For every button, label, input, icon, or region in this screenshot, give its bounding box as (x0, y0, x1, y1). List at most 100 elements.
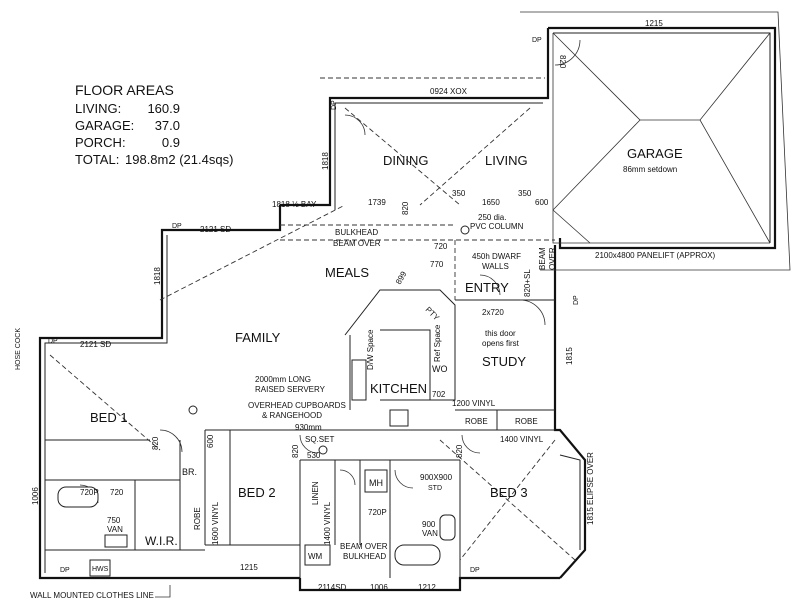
room-bed3: BED 3 (490, 485, 528, 500)
panelift-label: 2100x4800 PANELIFT (APPROX) (595, 251, 716, 260)
van-900-size: 900 (422, 520, 436, 529)
fixtures (57, 225, 470, 577)
room-bed1: BED 1 (90, 410, 128, 425)
bed2-vinyl: 1600 VINYL (211, 501, 220, 545)
interior-walls (45, 224, 555, 578)
dim-1818-dining: 1818 (321, 152, 330, 170)
dim-1006b: 1006 (370, 583, 388, 592)
ref-space: Ref Space (433, 324, 442, 362)
bed1-sliding-door: 2121 SD (80, 340, 111, 349)
living-area-value: 160.9 (147, 101, 180, 116)
smoke-detector (188, 405, 198, 415)
washing-machine-label: WM (308, 552, 323, 561)
downpipe-bed1: DP (48, 338, 58, 345)
room-labels: DINING LIVING GARAGE 86mm setdown MEALS … (90, 146, 683, 548)
family-sliding-door: 2121 SD (200, 225, 231, 234)
ellipse-window: 1815 ELIPSE OVER (586, 452, 595, 525)
garage-area-label: GARAGE: (75, 118, 134, 133)
total-area-value: 198.8m2 (21.4sqs) (125, 152, 233, 167)
dim-820e: 820 (455, 444, 464, 458)
cupboards-note-2: & RANGEHOOD (262, 411, 322, 420)
vanity-ensuite (439, 514, 456, 541)
room-bed2: BED 2 (238, 485, 276, 500)
room-living: LIVING (485, 153, 528, 168)
garage-roof-lines (520, 11, 791, 271)
dim-720p: 720P (80, 488, 99, 497)
manhole-label: MH (369, 478, 383, 488)
garage-area-value: 37.0 (155, 118, 180, 133)
dwarf-walls-1: 450h DWARF (472, 252, 521, 261)
manhole (364, 469, 388, 493)
bay-label: 1818 ½ BAY (272, 200, 317, 209)
dim-930: 930mm (295, 423, 322, 432)
bulkhead-label: BULKHEAD (335, 228, 378, 237)
sink (351, 359, 367, 401)
room-wir: W.I.R. (145, 534, 178, 548)
dim-1818-family: 1818 (153, 267, 162, 285)
entry-beam-2: OVER (548, 247, 557, 270)
wall-oven: WO (432, 364, 448, 374)
porch-area-label: PORCH: (75, 135, 126, 150)
pvc-column (460, 225, 470, 235)
dim-770: 770 (430, 260, 444, 269)
downpipe-wir: DP (60, 567, 70, 574)
room-kitchen: KITCHEN (370, 381, 427, 396)
room-dining: DINING (383, 153, 429, 168)
cooktop (389, 409, 409, 427)
room-family: FAMILY (235, 330, 281, 345)
dim-899: 899 (394, 269, 409, 286)
toilet-bed1 (57, 486, 99, 508)
clothes-line-label: WALL MOUNTED CLOTHES LINE (30, 591, 154, 600)
dim-1006a: 1006 (31, 487, 40, 505)
van-750-size: 750 (107, 516, 121, 525)
downpipe-garage: DP (532, 37, 542, 44)
sq-set-label: SQ.SET (305, 435, 334, 444)
roof-hip-lines (49, 77, 576, 561)
cupboards-note-1: OVERHEAD CUPBOARDS (248, 401, 346, 410)
servery-note-2: RAISED SERVERY (255, 385, 326, 394)
laundry-beam-over: BEAM OVER (340, 542, 388, 551)
van-900-label: VAN (422, 529, 438, 538)
pvc-column-label: PVC COLUMN (470, 222, 524, 231)
dim-820d: 820 (291, 444, 300, 458)
shower-std-label: STD (428, 485, 442, 492)
bathtub (394, 544, 441, 566)
total-area-label: TOTAL: (75, 152, 119, 167)
laundry-bulkhead: BULKHEAD (343, 552, 386, 561)
dim-1650: 1650 (482, 198, 500, 207)
dim-530: 530 (307, 451, 321, 460)
dim-720b: 720 (110, 488, 124, 497)
downpipe-dining: DP (331, 100, 338, 110)
dim-2x720: 2x720 (482, 308, 504, 317)
laundry-tub (304, 544, 331, 566)
beam-over-label: BEAM OVER (333, 239, 381, 248)
clothes-line-leader (155, 585, 171, 598)
hall-vinyl: 1400 VINYL (500, 435, 544, 444)
door-note-2: opens first (482, 339, 520, 348)
servery-note-1: 2000mm LONG (255, 375, 311, 384)
living-area-label: LIVING: (75, 101, 121, 116)
dim-1739: 1739 (368, 198, 386, 207)
dim-900x900: 900X900 (420, 473, 453, 482)
dim-2114: 2114SD (318, 583, 347, 592)
downpipe-study: DP (573, 295, 580, 305)
dimension-labels: 1739 1650 350 350 600 720 770 899 820 82… (31, 55, 574, 592)
room-garage: GARAGE (627, 146, 683, 161)
dim-820sl: 820+SL (523, 269, 532, 297)
kitchen-vinyl: 1200 VINYL (452, 399, 496, 408)
room-br: BR. (182, 467, 197, 477)
dim-702: 702 (432, 390, 446, 399)
dim-820c: 820 (151, 436, 160, 450)
annotations: 0924 XOX 1215 1818 ½ BAY 2121 SD 2121 SD… (15, 19, 716, 600)
pvc-column-size: 250 dia. (478, 213, 506, 222)
window-top-label: 0924 XOX (430, 87, 468, 96)
pantry: PTY (424, 305, 442, 323)
downpipe-bath: DP (470, 567, 480, 574)
dim-720p2: 720P (368, 508, 387, 517)
hose-cock: HOSE COCK (15, 328, 22, 370)
dim-350a: 350 (452, 189, 466, 198)
entry-beam-1: BEAM (538, 247, 547, 270)
robe-b: ROBE (515, 417, 538, 426)
robe-a: ROBE (465, 417, 488, 426)
